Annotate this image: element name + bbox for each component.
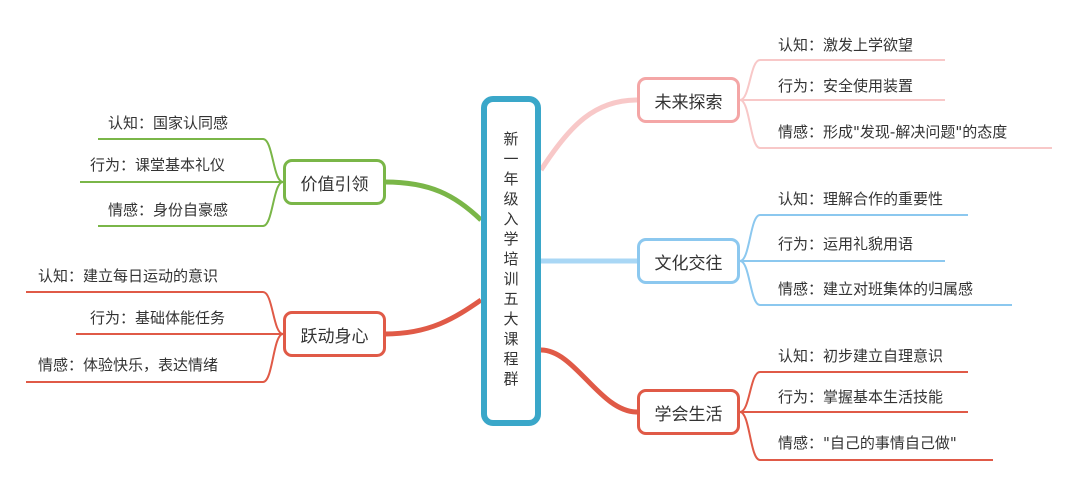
trunk-weilai [538, 97, 638, 172]
leaf-item[interactable]: 认知：理解合作的重要性 [778, 190, 944, 208]
leaf-item[interactable]: 行为：运用礼貌用语 [778, 235, 914, 253]
trunk-xuehui [540, 347, 638, 415]
leaf-item[interactable]: 认知：国家认同感 [108, 114, 229, 132]
center-node[interactable]: 新一年级入学培训五大课程群 [481, 96, 541, 426]
leaf-item[interactable]: 情感：建立对班集体的归属感 [778, 280, 974, 298]
branch-label: 跃动身心 [300, 326, 369, 347]
leaf-lines-jiazhi [80, 138, 284, 227]
branch-label: 学会生活 [654, 404, 723, 425]
leaf-item[interactable]: 情感：形成"发现-解决问题"的态度 [778, 123, 1008, 141]
leaf-lines-yuedong [26, 291, 284, 383]
leaf-item[interactable]: 行为：基础体能任务 [90, 309, 226, 327]
trunk-yuedong [384, 297, 483, 337]
leaf-lines-wenhua [739, 214, 1012, 306]
leaf-item[interactable]: 行为：掌握基本生活技能 [778, 388, 944, 406]
branch-jiazhi[interactable]: 价值引领 [283, 159, 386, 205]
leaf-item[interactable]: 行为：安全使用装置 [778, 77, 914, 95]
leaf-item[interactable]: 认知：初步建立自理意识 [778, 347, 944, 365]
branch-weilai[interactable]: 未来探索 [637, 77, 740, 123]
leaf-item[interactable]: 行为：课堂基本礼仪 [90, 156, 226, 174]
branch-label: 价值引领 [300, 174, 369, 195]
branch-label: 未来探索 [654, 92, 723, 113]
branch-wenhua[interactable]: 文化交往 [637, 238, 740, 284]
leaf-item[interactable]: 认知：建立每日运动的意识 [38, 267, 219, 285]
center-title: 新一年级入学培训五大课程群 [501, 131, 520, 391]
branch-label: 文化交往 [654, 253, 723, 274]
trunk-jiazhi [384, 179, 483, 222]
leaf-lines-weilai [739, 59, 1052, 149]
leaf-item[interactable]: 认知：激发上学欲望 [778, 36, 914, 54]
leaf-item[interactable]: 情感：身份自豪感 [108, 201, 229, 219]
leaf-item[interactable]: 情感：体验快乐，表达情绪 [38, 356, 219, 374]
branch-yuedong[interactable]: 跃动身心 [283, 311, 386, 357]
branch-xuehui[interactable]: 学会生活 [637, 389, 740, 435]
leaf-lines-xuehui [739, 371, 993, 461]
leaf-item[interactable]: 情感："自己的事情自己做" [778, 434, 957, 452]
